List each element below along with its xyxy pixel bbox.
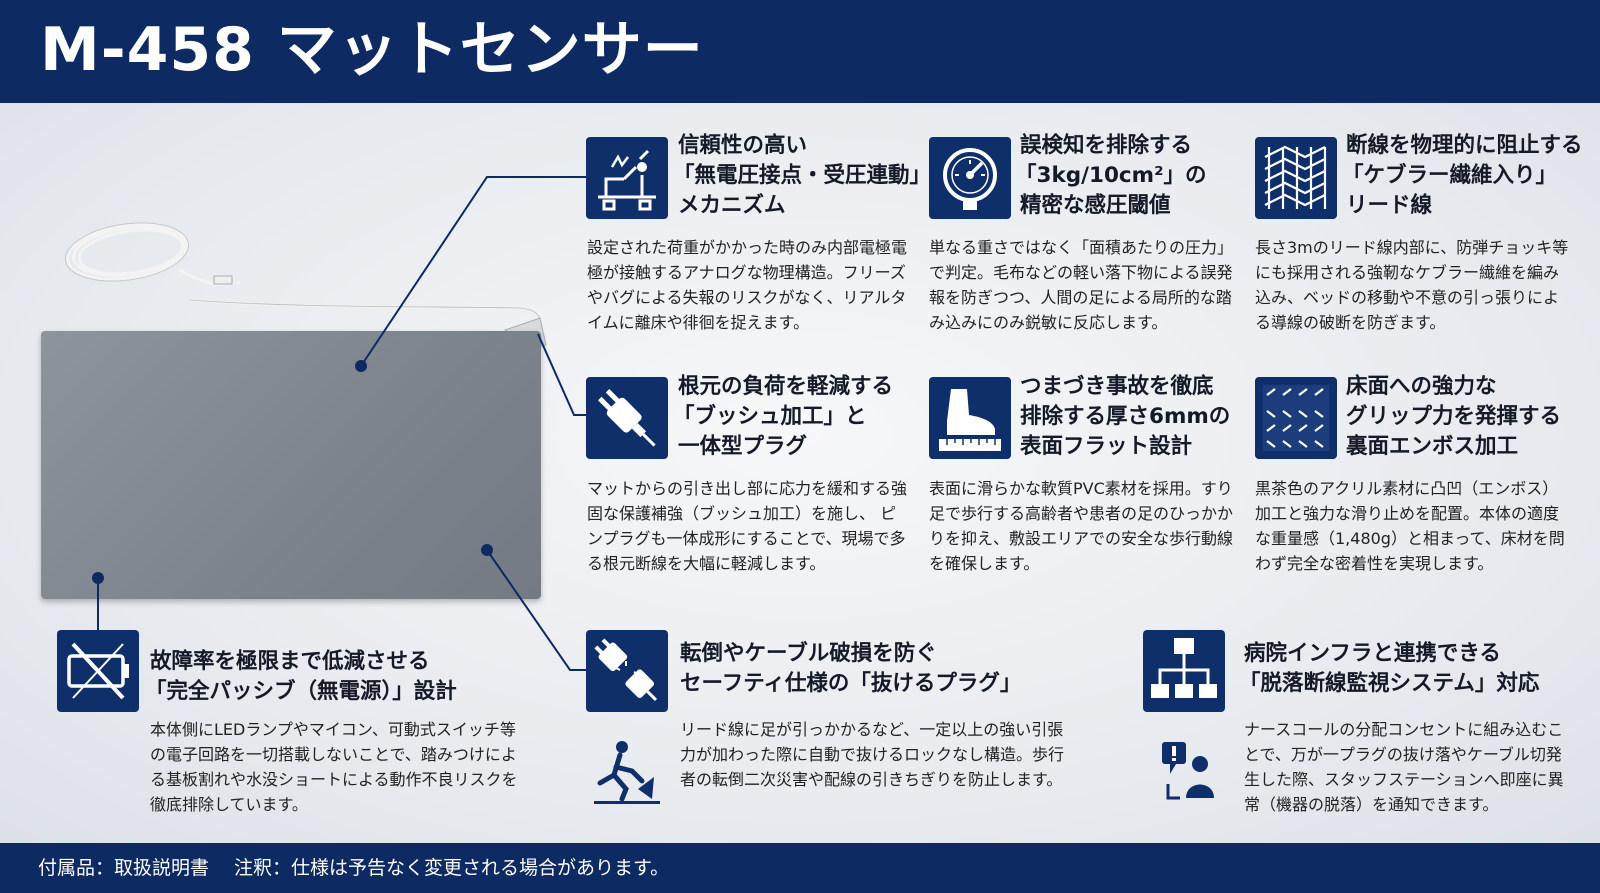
feature-5-title-line3: 表面フラット設計 bbox=[1020, 434, 1193, 459]
feature-8-title-line1: 転倒やケーブル破損を防ぐ bbox=[680, 641, 937, 666]
feature-3-title-line3: リード線 bbox=[1346, 193, 1433, 218]
feature-1-title-line3: メカニズム bbox=[678, 193, 786, 218]
feature-5-title-line1: つまづき事故を徹底 bbox=[1020, 374, 1214, 399]
no-battery-icon bbox=[57, 630, 139, 712]
feature-9-title-line2: 「脱落断線監視システム」対応 bbox=[1239, 671, 1540, 696]
feature-6-title-line2: グリップ力を発揮する bbox=[1346, 404, 1562, 429]
pressure-gauge-icon bbox=[929, 137, 1011, 219]
feature-4-title-line1: 根元の負荷を軽減する bbox=[678, 374, 894, 399]
feature-7-body: 本体側にLEDランプやマイコン、可動式スイッチ等の電子回路を一切搭載しないことで… bbox=[150, 720, 518, 814]
feature-2-title-line1: 誤検知を排除する bbox=[1020, 133, 1193, 158]
page-title: M-458 マットセンサー bbox=[40, 15, 704, 85]
alert-person-icon bbox=[1162, 742, 1214, 800]
feature-3-title-line2: 「ケブラー繊維入り」 bbox=[1342, 163, 1558, 188]
feature-2-title-line2: 「3kg/10cm²」の bbox=[1015, 163, 1207, 188]
feature-3-title-line1: 断線を物理的に阻止する bbox=[1346, 133, 1583, 158]
feature-5-title-line2: 排除する厚さ6mmの bbox=[1020, 404, 1231, 429]
feature-6-title-line3: 裏面エンボス加工 bbox=[1346, 434, 1519, 459]
feature-8-title-line2: セーフティ仕様の「抜けるプラグ」 bbox=[680, 671, 1022, 696]
network-icon bbox=[1143, 630, 1225, 712]
feature-9-body: ナースコールの分配コンセントに組み込むことで、万が一プラグの抜け落やケーブル切発… bbox=[1244, 720, 1564, 814]
mat-sensor-image bbox=[41, 331, 541, 599]
feature-6-body: 黒茶色のアクリル素材に凸凹（エンボス）加工と強力な滑り止めを配置。本体の適度な重… bbox=[1255, 479, 1565, 573]
feature-7-title-line1: 故障率を極限まで低減させる bbox=[150, 649, 430, 674]
feature-1-title-line1: 信頼性の高い bbox=[678, 133, 808, 158]
feature-4-title-line3: 一体型プラグ bbox=[678, 434, 808, 459]
feature-9-title-line1: 病院インフラと連携できる bbox=[1244, 641, 1501, 666]
feature-4-title-line2: 「ブッシュ加工」と bbox=[673, 404, 867, 429]
feature-5-body: 表面に滑らかな軟質PVC素材を採用。すり足で歩行する高齢者や患者の足のひっかかり… bbox=[929, 479, 1234, 573]
feature-2-title-line3: 精密な感圧閾値 bbox=[1020, 193, 1171, 218]
fall-warning-icon bbox=[594, 741, 660, 804]
mechanism-icon bbox=[586, 137, 668, 219]
unplug-icon bbox=[586, 630, 668, 712]
feature-1-title-line2: 「無電圧接点・受圧連動」 bbox=[673, 163, 932, 188]
feature-4-body: マットからの引き出し部に応力を緩和する強固な保護補強（ブッシュ加工）を施し、 ピ… bbox=[587, 479, 908, 573]
plug-icon bbox=[586, 377, 668, 459]
feature-8-body: リード線に足が引っかかるなど、一定以上の強い引張力が加わった際に自動で抜けるロッ… bbox=[680, 720, 1065, 789]
emboss-texture-icon bbox=[1255, 377, 1337, 459]
foot-ruler-icon bbox=[929, 377, 1011, 459]
kevlar-weave-icon bbox=[1255, 137, 1337, 219]
feature-2-body: 単なる重さではなく「面積あたりの圧力」で判定。毛布などの軽い落下物による誤発報を… bbox=[929, 238, 1234, 332]
feature-6-title-line1: 床面への強力な bbox=[1346, 374, 1497, 399]
feature-3-body: 長さ3mのリード線内部に、防弾チョッキ等にも採用される強靭なケブラー繊維を編み込… bbox=[1255, 238, 1569, 332]
header-bar: M-458 マットセンサー bbox=[0, 0, 1600, 103]
footer-note: 付属品：取扱説明書 注釈：仕様は予告なく変更される場合があります。 bbox=[38, 857, 670, 879]
footer-bar: 付属品：取扱説明書 注釈：仕様は予告なく変更される場合があります。 bbox=[0, 843, 1600, 893]
feature-1-body: 設定された荷重がかかった時のみ内部電極電極が接触するアナログな物理構造。フリーズ… bbox=[587, 238, 908, 332]
feature-7-title-line2: 「完全パッシブ（無電源）」設計 bbox=[145, 679, 457, 704]
